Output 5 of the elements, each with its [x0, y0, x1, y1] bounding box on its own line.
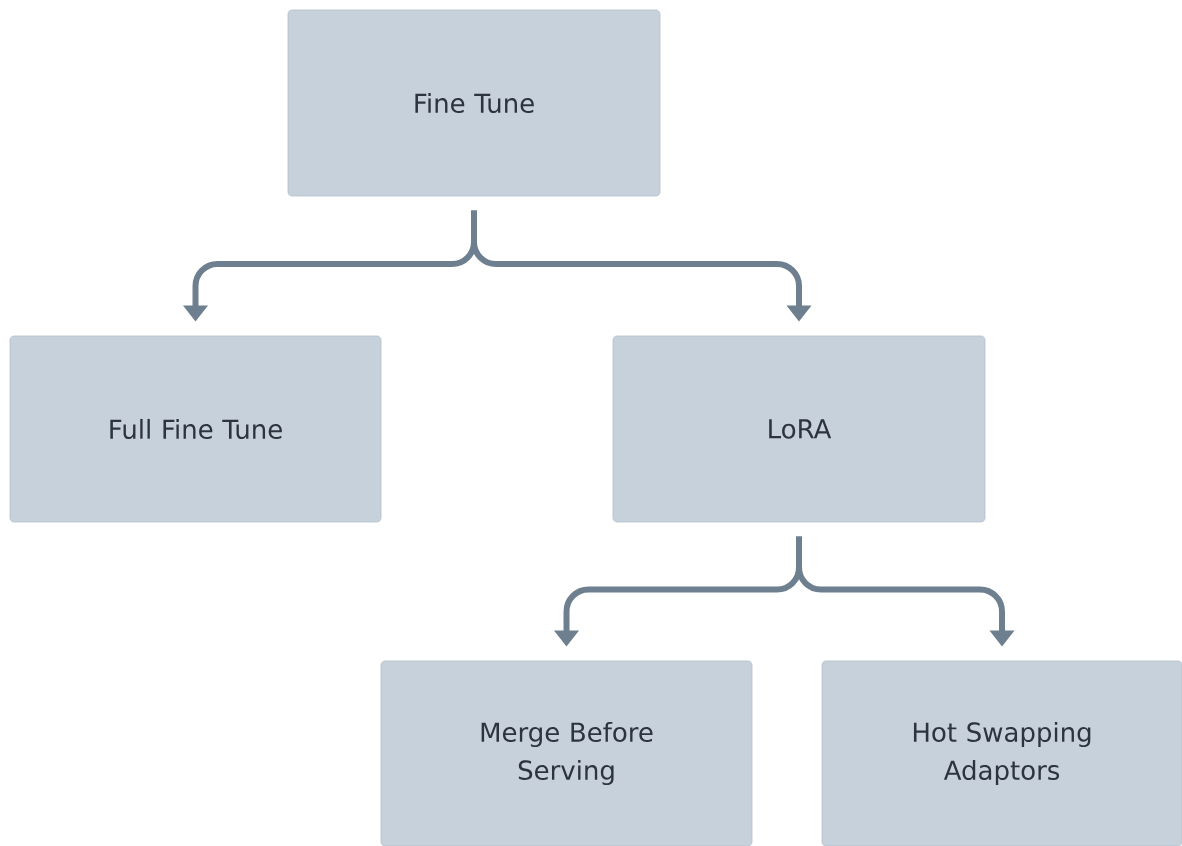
process-box: LoRA — [612, 335, 986, 523]
process-box: Merge Before Serving — [380, 660, 753, 846]
process-box: Full Fine Tune — [9, 335, 382, 523]
process-box: Fine Tune — [287, 9, 661, 197]
process-box: Hot Swapping Adaptors — [821, 660, 1182, 846]
